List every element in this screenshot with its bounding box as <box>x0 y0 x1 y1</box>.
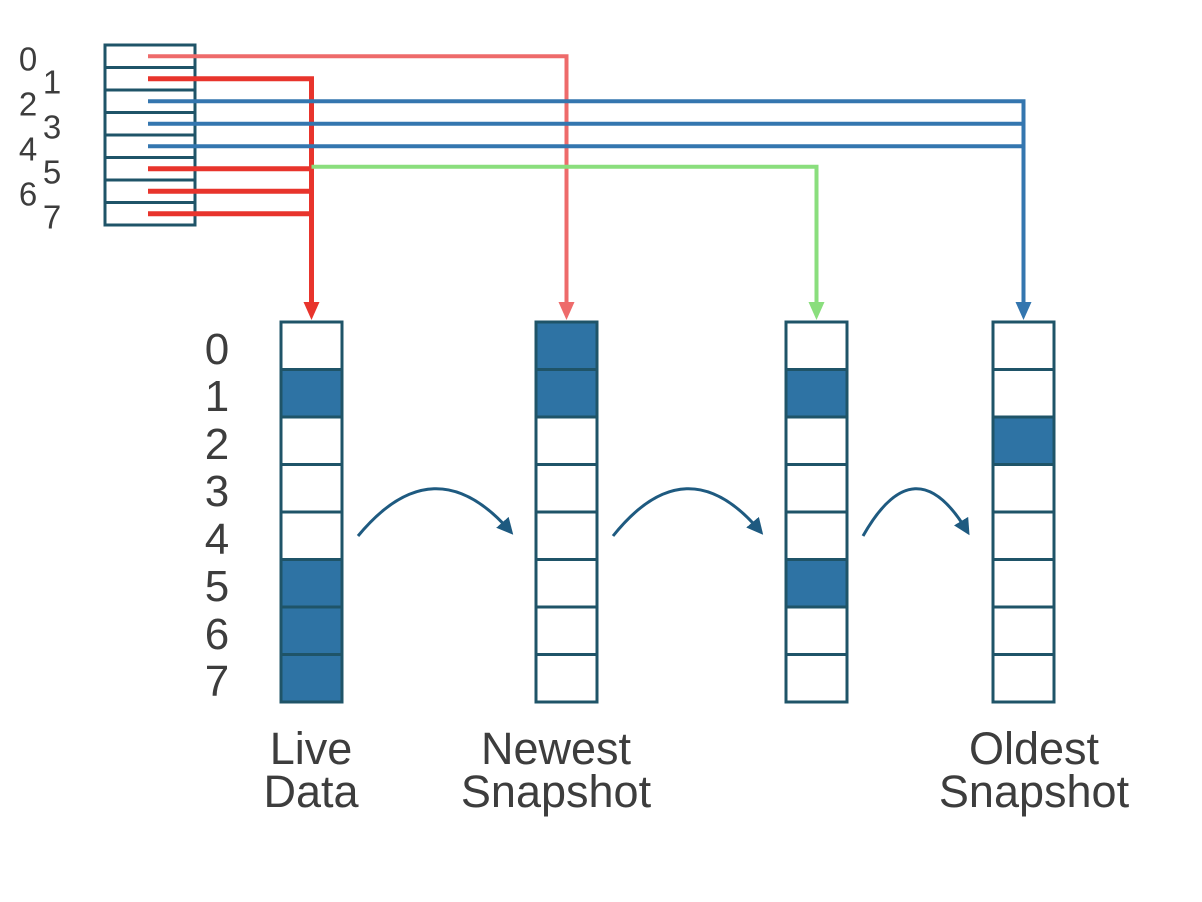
cell-live-data-0 <box>279 320 344 371</box>
source-row-index-3: 3 <box>42 108 62 146</box>
source-row-index-7: 7 <box>42 198 62 236</box>
drop-arrowhead-icon-oldest-snapshot-blocks <box>1015 302 1032 320</box>
source-row-index-5: 5 <box>42 153 62 191</box>
cell-oldest-snapshot-0 <box>991 320 1056 371</box>
copy-arrow-newest-snapshot-to-snapshot-middle <box>611 487 764 537</box>
drop-arrowhead-icon-middle-snapshot-block <box>808 302 825 320</box>
cell-live-data-7 <box>279 653 344 704</box>
drop-arrowhead-icon-live-data-blocks <box>303 302 320 320</box>
mapping-line-oldest-snapshot-blocks-row2 <box>148 99 1026 305</box>
mapping-line-newest-snapshot-block-row0 <box>148 54 569 305</box>
cell-live-data-1 <box>279 368 344 419</box>
cell-index-2: 2 <box>204 419 230 469</box>
cell-newest-snapshot-1 <box>534 368 599 419</box>
column-caption-line: Snapshot <box>460 766 652 817</box>
cell-index-3: 3 <box>204 467 230 517</box>
cell-oldest-snapshot-4 <box>991 510 1056 561</box>
cell-newest-snapshot-3 <box>534 463 599 514</box>
cell-oldest-snapshot-6 <box>991 605 1056 656</box>
cell-newest-snapshot-0 <box>534 320 599 371</box>
source-row-index-2: 2 <box>18 85 38 123</box>
cell-oldest-snapshot-7 <box>991 653 1056 704</box>
cell-index-4: 4 <box>204 514 230 564</box>
column-caption-line: Oldest <box>968 723 1100 774</box>
mapping-line-middle-snapshot-block-row5 <box>311 164 819 305</box>
cell-oldest-snapshot-2 <box>991 415 1056 466</box>
column-live-data <box>279 320 344 704</box>
cell-snapshot-middle-2 <box>784 415 849 466</box>
source-block-table <box>103 43 197 227</box>
cell-live-data-2 <box>279 415 344 466</box>
cell-index-1: 1 <box>204 372 230 422</box>
cell-index-6: 6 <box>204 609 230 659</box>
cell-snapshot-middle-4 <box>784 510 849 561</box>
cell-newest-snapshot-2 <box>534 415 599 466</box>
cell-live-data-6 <box>279 605 344 656</box>
source-row-index-1: 1 <box>42 63 62 101</box>
cell-index-0: 0 <box>204 324 230 374</box>
cell-live-data-4 <box>279 510 344 561</box>
cell-oldest-snapshot-1 <box>991 368 1056 419</box>
source-row-index-4: 4 <box>18 130 38 168</box>
cell-index-7: 7 <box>204 657 230 707</box>
column-caption-line: Newest <box>480 723 632 774</box>
column-snapshot-middle <box>784 320 849 704</box>
cell-snapshot-middle-1 <box>784 368 849 419</box>
cell-snapshot-middle-6 <box>784 605 849 656</box>
cell-index-5: 5 <box>204 562 230 612</box>
cell-live-data-5 <box>279 558 344 609</box>
copy-arrow-live-data-to-newest-snapshot <box>356 487 514 537</box>
cell-oldest-snapshot-3 <box>991 463 1056 514</box>
cell-newest-snapshot-5 <box>534 558 599 609</box>
cell-live-data-3 <box>279 463 344 514</box>
mapping-lines <box>148 54 1032 320</box>
cell-snapshot-middle-7 <box>784 653 849 704</box>
mapping-line-live-data-blocks-row1 <box>148 76 314 305</box>
column-newest-snapshot <box>534 320 599 704</box>
column-caption-line: Data <box>263 766 359 817</box>
cell-snapshot-middle-3 <box>784 463 849 514</box>
source-row-index-6: 6 <box>18 175 38 213</box>
column-caption-line: Snapshot <box>938 766 1130 817</box>
drop-arrowhead-icon-newest-snapshot-block <box>558 302 575 320</box>
cell-newest-snapshot-7 <box>534 653 599 704</box>
cell-snapshot-middle-5 <box>784 558 849 609</box>
cell-newest-snapshot-4 <box>534 510 599 561</box>
cell-newest-snapshot-6 <box>534 605 599 656</box>
cell-oldest-snapshot-5 <box>991 558 1056 609</box>
column-oldest-snapshot <box>991 320 1056 704</box>
source-row-index-0: 0 <box>18 40 38 78</box>
cell-snapshot-middle-0 <box>784 320 849 371</box>
column-caption-line: Live <box>269 723 353 774</box>
copy-arrow-snapshot-middle-to-oldest-snapshot <box>861 487 970 537</box>
